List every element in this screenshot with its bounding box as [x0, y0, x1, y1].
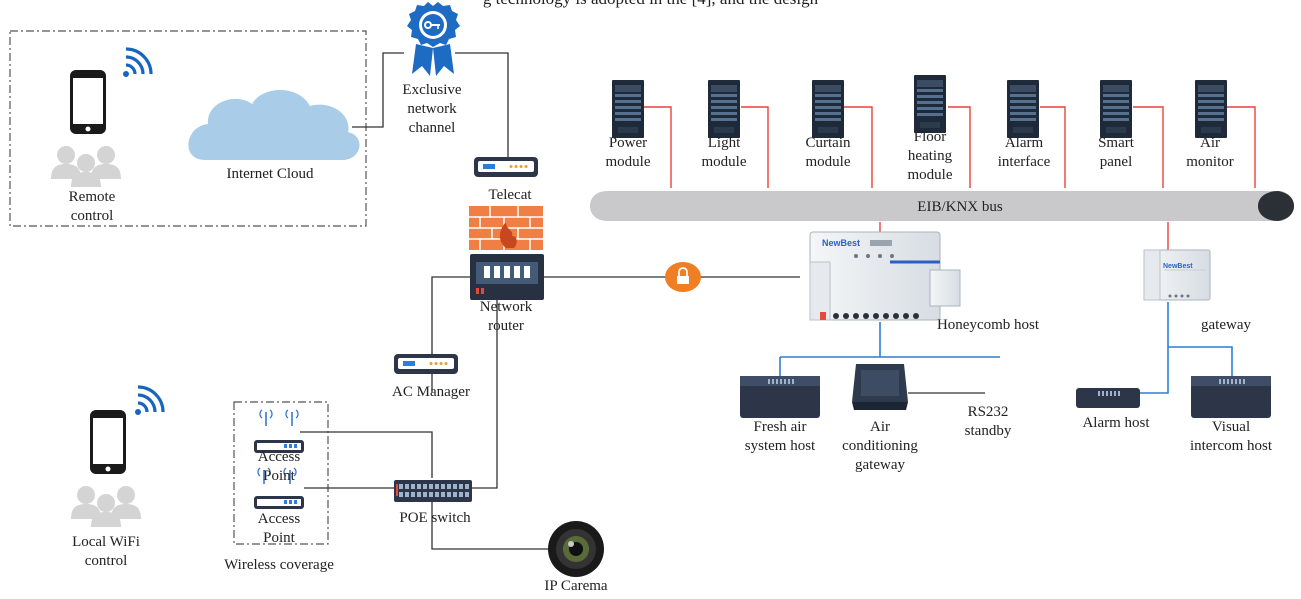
- rs485-connections: [779, 302, 1233, 394]
- remote-wifi-icon: [121, 47, 153, 79]
- alarm-host-device-icon: [1076, 388, 1140, 408]
- honeycomb-brand: NewBest: [822, 238, 860, 248]
- gateway-device-icon: [1143, 249, 1211, 301]
- power-module-server: [612, 80, 644, 138]
- honeycomb-host-device-icon: [809, 231, 961, 321]
- telecat-device-icon: [474, 157, 538, 177]
- floor-heating-server: [914, 75, 946, 133]
- alarm-host-label: Alarm host: [1082, 415, 1150, 431]
- air-monitor-server: [1195, 80, 1227, 138]
- firewall-icon: [469, 206, 543, 250]
- local-phone-icon: [90, 410, 126, 474]
- wireless-coverage-label: Wireless coverage: [224, 557, 334, 573]
- internet-cloud-label: Internet Cloud: [226, 166, 314, 182]
- ac-manager-device-icon: [394, 354, 458, 374]
- remote-phone-icon: [70, 70, 106, 134]
- ac-gateway-device-icon: [852, 364, 908, 410]
- honeycomb-host-label: Honeycomb host: [936, 317, 1040, 333]
- poe-switch-device-icon: [394, 480, 472, 502]
- wireless-zone-border: [233, 401, 329, 545]
- remote-users-icon: [51, 146, 121, 187]
- caption-fragment: g technology is adopted in the [4], and …: [0, 0, 1301, 9]
- channel-badge-icon: [407, 2, 460, 76]
- bus-label: EIB/KNX bus: [917, 199, 1003, 215]
- module-drops: [644, 106, 1256, 250]
- ac-manager-label: AC Manager: [392, 384, 470, 400]
- knx-bus: [590, 191, 1294, 221]
- alarm-interface-server: [1007, 80, 1039, 138]
- remote-zone-border: [9, 30, 367, 227]
- poe-switch-label: POE switch: [399, 510, 471, 526]
- telecat-label: Telecat: [488, 187, 532, 203]
- fresh-air-host-icon: [740, 376, 820, 418]
- wired-connections: [300, 52, 985, 550]
- curtain-module-server: [812, 80, 844, 138]
- gateway-label: gateway: [1201, 317, 1251, 333]
- intercom-host-device-icon: [1191, 376, 1271, 418]
- smart-panel-server: [1100, 80, 1132, 138]
- gateway-brand: NewBest: [1163, 263, 1193, 270]
- access-point-2-icon: [254, 467, 304, 509]
- access-point-1-icon: [254, 409, 304, 453]
- ip-camera-label: IP Carema: [544, 578, 608, 594]
- router-device-icon: [470, 254, 544, 300]
- cloud-icon: [188, 90, 360, 160]
- local-wifi-icon: [133, 385, 165, 417]
- light-module-server: [708, 80, 740, 138]
- ip-camera-icon: [548, 521, 604, 577]
- secure-link-icon: [665, 262, 701, 292]
- local-users-icon: [71, 486, 141, 527]
